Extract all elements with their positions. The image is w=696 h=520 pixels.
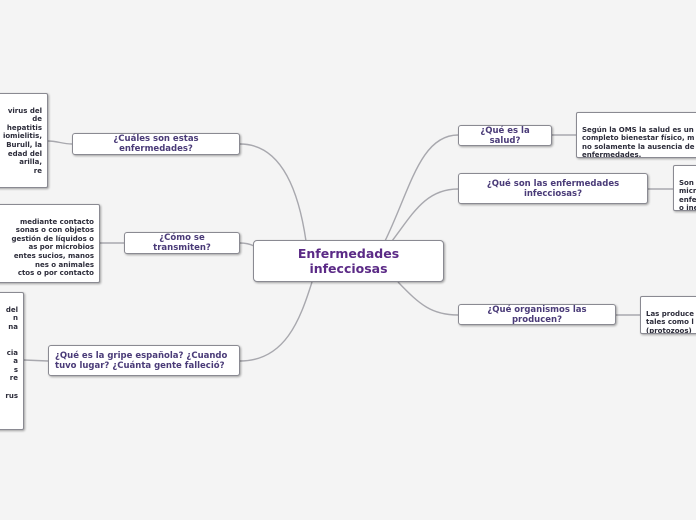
- note-text: virus del de hepatitis iomielitis, Burul…: [2, 106, 42, 175]
- note-text: Son micr enfe o ine: [679, 178, 696, 211]
- connector-central-salud: [384, 134, 459, 242]
- note-text: del n na cia a s re rus: [5, 305, 18, 400]
- connector-central-organismos: [397, 281, 459, 316]
- note-text: Las produce tales como l (protozoos): [646, 309, 694, 334]
- topic-label: ¿Qué es la salud?: [480, 125, 530, 146]
- topic-gripe-espanola[interactable]: ¿Qué es la gripe española? ¿Cuando tuvo …: [48, 345, 240, 376]
- note-organismos[interactable]: Las produce tales como l (protozoos): [640, 296, 696, 334]
- note-salud[interactable]: Según la OMS la salud es un completo bie…: [576, 112, 696, 158]
- note-text: Según la OMS la salud es un completo bie…: [582, 125, 695, 158]
- topic-que-son-enfermedades[interactable]: ¿Qué son las enfermedades infecciosas?: [458, 173, 648, 204]
- connector-central-gripe: [239, 281, 313, 362]
- topic-cuales-enfermedades[interactable]: ¿Cuáles son estas enfermedades?: [72, 133, 240, 155]
- central-topic-title: Enfermedades infecciosas: [297, 246, 400, 276]
- topic-label: ¿Cuáles son estas enfermedades?: [113, 134, 199, 154]
- note-que-son[interactable]: Son micr enfe o ine: [673, 165, 696, 211]
- connector-gripe-note: [23, 359, 49, 362]
- topic-como-se-transmiten[interactable]: ¿Cómo se transmiten?: [124, 232, 240, 254]
- topic-label: ¿Qué son las enfermedades infecciosas?: [486, 178, 620, 199]
- connector-central-cuales: [239, 143, 307, 242]
- note-cuales[interactable]: virus del de hepatitis iomielitis, Burul…: [0, 93, 48, 188]
- connector-cuales-note: [47, 140, 73, 145]
- topic-que-es-la-salud[interactable]: ¿Qué es la salud?: [458, 125, 552, 146]
- connector-central-transmiten: [239, 242, 255, 247]
- note-transmiten[interactable]: mediante contacto sonas o con objetos ge…: [0, 204, 100, 283]
- note-gripe[interactable]: del n na cia a s re rus: [0, 292, 24, 430]
- topic-label: ¿Qué organismos las producen?: [487, 304, 587, 325]
- connector-central-que-son: [391, 188, 459, 242]
- note-text: mediante contacto sonas o con objetos ge…: [11, 217, 94, 278]
- topic-label: ¿Cómo se transmiten?: [153, 233, 211, 253]
- topic-que-organismos[interactable]: ¿Qué organismos las producen?: [458, 304, 616, 325]
- topic-label: ¿Qué es la gripe española? ¿Cuando tuvo …: [55, 350, 228, 371]
- central-topic[interactable]: Enfermedades infecciosas: [253, 240, 444, 282]
